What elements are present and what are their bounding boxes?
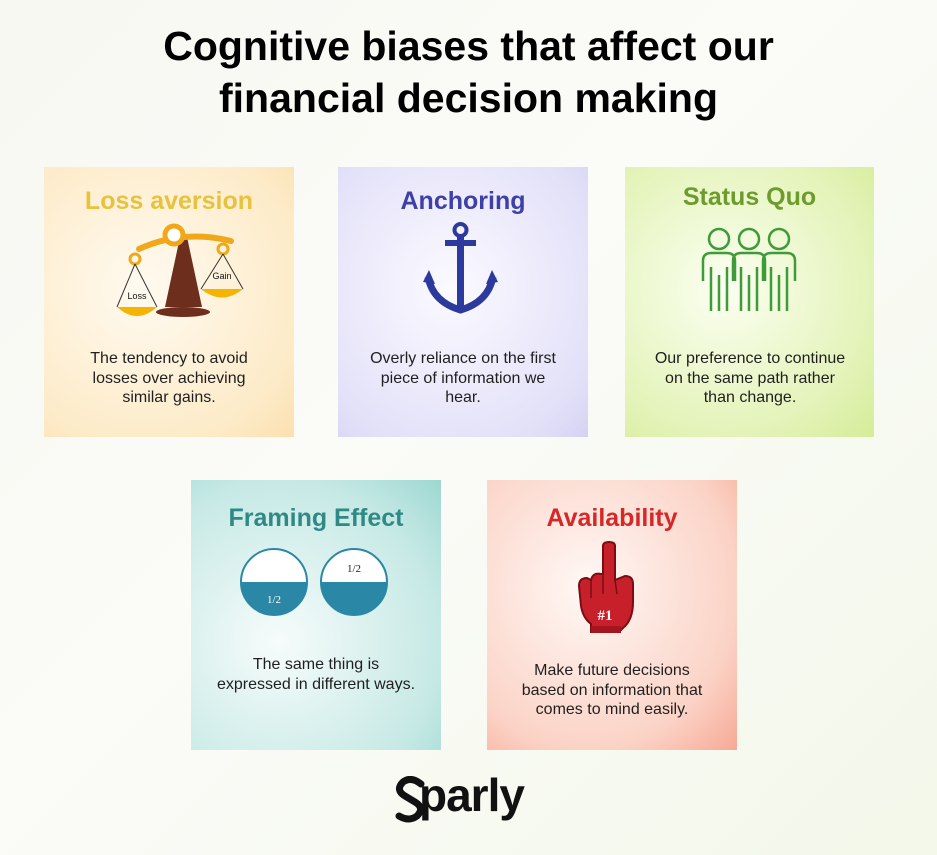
card-description: The tendency to avoid losses over achiev… bbox=[59, 349, 279, 408]
desc-line: expressed in different ways. bbox=[216, 675, 416, 693]
card-heading: Anchoring bbox=[400, 187, 526, 215]
card-description: The same thing is expressed in different… bbox=[206, 655, 426, 694]
card-anchoring: Anchoring Overly reliance on the first p… bbox=[338, 167, 588, 437]
desc-line: losses over achieving bbox=[92, 369, 246, 387]
title-line-2: financial decision making bbox=[219, 75, 718, 121]
sparly-s-logo-icon bbox=[395, 776, 425, 823]
desc-line: The tendency to avoid bbox=[90, 350, 248, 367]
card-heading: Loss aversion bbox=[84, 187, 254, 215]
scale-loss-label: Loss bbox=[127, 291, 147, 301]
anchor-icon bbox=[423, 222, 498, 314]
card-heading: Availability bbox=[546, 504, 678, 532]
card-availability: Availability #1 Make future decisions ba… bbox=[487, 480, 737, 750]
scale-icon: Loss Gain bbox=[116, 223, 244, 317]
desc-line: on the same path rather bbox=[665, 369, 835, 387]
card-heading: Status Quo bbox=[682, 183, 817, 211]
desc-line: Our preference to continue bbox=[654, 350, 846, 367]
desc-line: hear. bbox=[445, 389, 481, 406]
half-circles-icon: 1/2 1/2 bbox=[240, 548, 388, 616]
card-description: Overly reliance on the first piece of in… bbox=[353, 349, 573, 408]
desc-line: The same thing is bbox=[252, 656, 380, 673]
desc-line: based on information that bbox=[521, 681, 703, 699]
sparly-logo: parly bbox=[395, 769, 540, 825]
card-description: Our preference to continue on the same p… bbox=[640, 349, 860, 408]
desc-line: piece of information we bbox=[380, 369, 546, 387]
card-framing-effect: Framing Effect 1/2 1/2 The same thing is… bbox=[191, 480, 441, 750]
page-title: Cognitive biases that affect our financi… bbox=[0, 20, 937, 124]
circle-left-label: 1/2 bbox=[267, 594, 281, 606]
desc-line: than change. bbox=[703, 389, 797, 406]
finger-label: #1 bbox=[598, 608, 613, 624]
card-status-quo: Status Quo Our preference to continue on… bbox=[625, 167, 874, 437]
desc-line: Make future decisions bbox=[534, 662, 690, 679]
title-line-1: Cognitive biases that affect our bbox=[163, 23, 774, 69]
card-heading: Framing Effect bbox=[228, 504, 404, 532]
desc-line: similar gains. bbox=[122, 389, 216, 406]
circle-right-label: 1/2 bbox=[347, 563, 361, 575]
logo-text: parly bbox=[419, 769, 525, 821]
scale-gain-label: Gain bbox=[212, 271, 231, 281]
foam-finger-icon: #1 bbox=[577, 540, 634, 633]
desc-line: comes to mind easily. bbox=[535, 701, 689, 718]
desc-line: Overly reliance on the first bbox=[370, 350, 556, 367]
card-loss-aversion: Loss aversion Loss Gain The tendency to … bbox=[44, 167, 294, 437]
card-description: Make future decisions based on informati… bbox=[502, 661, 722, 720]
people-group-icon bbox=[701, 227, 797, 311]
